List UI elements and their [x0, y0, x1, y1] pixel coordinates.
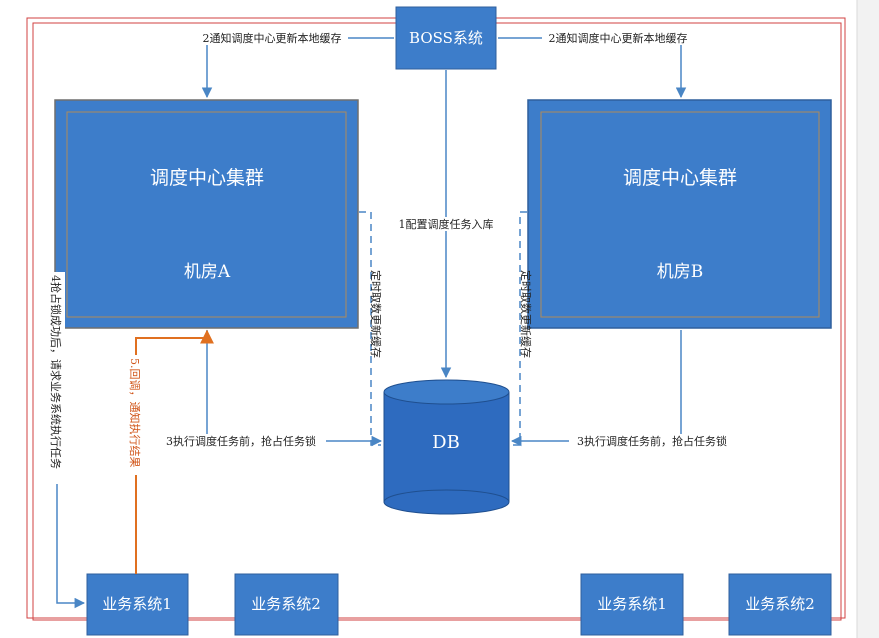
- cluster-a-title: 调度中心集群: [150, 167, 264, 189]
- edge-config-db: 1配置调度任务入库: [395, 70, 497, 379]
- db-label: DB: [432, 432, 460, 453]
- biz-b2-node: 业务系统2: [728, 573, 832, 636]
- right-edge-shadow: [857, 0, 879, 638]
- db-node: DB: [383, 379, 510, 515]
- lock-right-label: 3执行调度任务前，抢占任务锁: [577, 434, 727, 448]
- edge-lock-left: 3执行调度任务前，抢占任务锁: [156, 330, 383, 448]
- biz-b1-node: 业务系统1: [580, 573, 684, 636]
- edge-lock-right: 3执行调度任务前，抢占任务锁: [510, 330, 739, 448]
- biz-a2-label: 业务系统2: [251, 595, 321, 613]
- biz-b1-label: 业务系统1: [597, 595, 667, 613]
- request-biz-label: 4抢占锁成功后，请求业务系统执行任务: [49, 275, 63, 469]
- callback-label: 5.回调，通知执行结果: [128, 358, 142, 468]
- notify-left-label: 2通知调度中心更新本地缓存: [203, 31, 342, 45]
- notify-right-label: 2通知调度中心更新本地缓存: [549, 31, 688, 45]
- boss-label: BOSS系统: [409, 29, 483, 47]
- refresh-left-label: 定时取数更新缓存: [369, 270, 383, 358]
- edge-notify-left: 2通知调度中心更新本地缓存: [196, 31, 394, 99]
- edge-notify-right: 2通知调度中心更新本地缓存: [498, 31, 694, 99]
- cluster-b-title: 调度中心集群: [623, 167, 737, 189]
- biz-a1-node: 业务系统1: [86, 573, 189, 636]
- biz-a1-label: 业务系统1: [102, 595, 172, 613]
- edge-refresh-left: 定时取数更新缓存: [359, 211, 383, 446]
- edge-request-biz: 4抢占锁成功后，请求业务系统执行任务: [49, 270, 86, 609]
- edge-callback: 5.回调，通知执行结果: [128, 329, 214, 574]
- cluster-b-room: 机房B: [657, 262, 704, 282]
- boss-node: BOSS系统: [395, 6, 497, 70]
- refresh-right-label: 定时取数更新缓存: [519, 270, 533, 358]
- cluster-a: 调度中心集群 机房A: [54, 99, 359, 329]
- cluster-b: 调度中心集群 机房B: [527, 99, 832, 329]
- biz-a2-node: 业务系统2: [234, 573, 339, 636]
- config-db-label: 1配置调度任务入库: [399, 217, 494, 231]
- cluster-a-room: 机房A: [184, 262, 231, 282]
- lock-left-label: 3执行调度任务前，抢占任务锁: [166, 434, 316, 448]
- biz-b2-label: 业务系统2: [745, 595, 815, 613]
